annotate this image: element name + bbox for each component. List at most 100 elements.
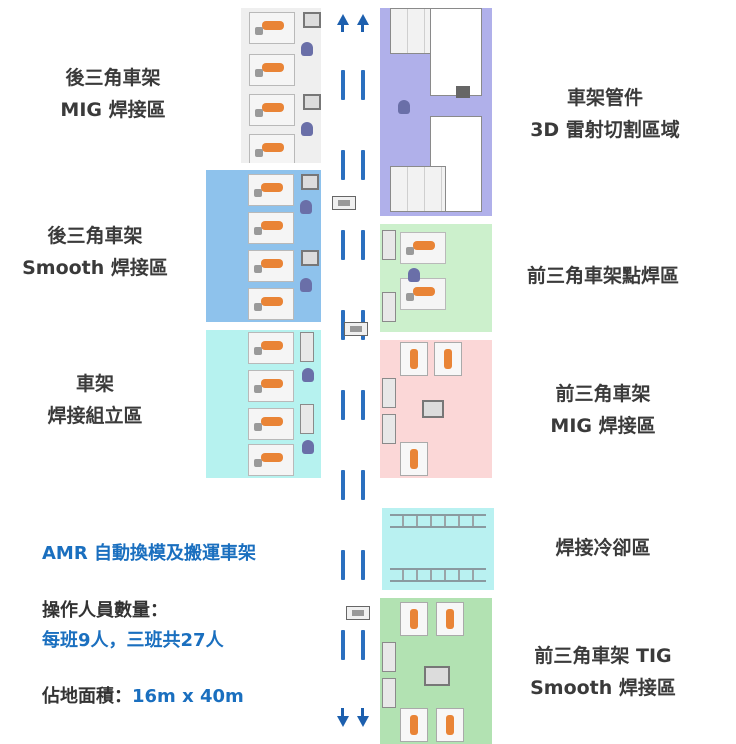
- lane-dash: [341, 310, 345, 340]
- cooling-rack: [390, 514, 486, 528]
- welding-cell: [400, 342, 428, 376]
- control-console: [456, 86, 470, 98]
- lane-dash: [361, 470, 365, 500]
- label-line: 車架管件: [566, 87, 643, 109]
- cooling-label: 焊接冷卻區: [498, 532, 708, 564]
- front-spot-label: 前三角車架點焊區: [498, 260, 708, 292]
- assembly-jig: [300, 332, 314, 362]
- arrow-shaft: [361, 708, 364, 716]
- arrow-shaft: [341, 24, 344, 32]
- welding-cell: [400, 442, 428, 476]
- arrow-shaft: [341, 708, 344, 716]
- lane-dash: [361, 550, 365, 580]
- floor-area: 佔地面積：16m x 40m: [42, 682, 244, 708]
- welding-cell: [400, 708, 428, 742]
- label-line: MIG 焊接區: [550, 415, 656, 437]
- welding-cell: [400, 232, 446, 264]
- lane-dash: [361, 70, 365, 100]
- label-line: 焊接冷卻區: [555, 537, 651, 559]
- amr-robot-icon: [332, 196, 356, 210]
- welding-cell: [248, 250, 294, 282]
- welding-cell: [434, 342, 462, 376]
- rear-smooth-zone: [206, 170, 321, 322]
- lane-dash: [341, 230, 345, 260]
- cooling-rack: [390, 568, 486, 582]
- fixture-box: [303, 94, 321, 110]
- amr-robot-icon: [346, 606, 370, 620]
- lane-dash: [341, 470, 345, 500]
- welding-cell: [248, 408, 294, 440]
- label-line: 焊接組立區: [47, 405, 143, 427]
- operator-icon: [398, 100, 410, 114]
- welding-cell: [249, 12, 295, 44]
- operator-icon: [301, 122, 313, 136]
- label-line: 3D 雷射切割區域: [530, 119, 680, 141]
- welding-cell: [400, 278, 446, 310]
- down-arrow-icon: [357, 716, 369, 727]
- label-line: 後三角車架: [65, 67, 161, 89]
- laser-cutter: [390, 166, 446, 212]
- fixture-box: [301, 250, 319, 266]
- assembly-jig: [382, 378, 396, 408]
- assembly-jig: [382, 678, 396, 708]
- front-mig-label: 前三角車架 MIG 焊接區: [498, 378, 708, 442]
- floor-area-label: 佔地面積：: [42, 686, 132, 707]
- amr-robot-icon: [344, 322, 368, 336]
- assembly-jig: [382, 642, 396, 672]
- amr-caption: AMR 自動換模及搬運車架: [42, 543, 256, 564]
- front-mig-zone: [380, 340, 492, 478]
- welding-cell: [436, 708, 464, 742]
- label-line: MIG 焊接區: [60, 99, 166, 121]
- welding-cell: [248, 332, 294, 364]
- welding-cell: [248, 174, 294, 206]
- label-line: Smooth 焊接區: [530, 677, 676, 699]
- lane-dash: [361, 150, 365, 180]
- lane-dash: [341, 150, 345, 180]
- arrow-shaft: [361, 24, 364, 32]
- lane-dash: [361, 630, 365, 660]
- staff-count-label: 操作人員數量：: [42, 600, 168, 621]
- lane-dash: [361, 390, 365, 420]
- operator-icon: [302, 368, 314, 382]
- robot-station: [422, 400, 444, 418]
- welding-cell: [248, 444, 294, 476]
- front-tig-zone: [380, 598, 492, 744]
- welding-cell: [249, 94, 295, 126]
- fixture-box: [303, 12, 321, 28]
- operator-icon: [300, 200, 312, 214]
- lane-dash: [341, 630, 345, 660]
- operator-icon: [300, 278, 312, 292]
- assembly-jig: [300, 404, 314, 434]
- operator-icon: [301, 42, 313, 56]
- label-line: Smooth 焊接區: [22, 257, 168, 279]
- lane-dash: [361, 230, 365, 260]
- label-line: 車架: [75, 373, 114, 395]
- lane-dash: [341, 70, 345, 100]
- laser-cutting-zone: [380, 8, 492, 216]
- rear-mig-label: 後三角車架 MIG 焊接區: [18, 62, 208, 126]
- assembly-jig: [382, 414, 396, 444]
- laser-cutting-label: 車架管件 3D 雷射切割區域: [500, 82, 710, 146]
- fixture-box: [301, 174, 319, 190]
- welding-cell: [249, 134, 295, 163]
- operator-icon: [408, 268, 420, 282]
- lane-dash: [341, 550, 345, 580]
- welding-cell: [248, 370, 294, 402]
- frame-assembly-zone: [206, 330, 321, 478]
- staff-count-value: 每班9人，三班共27人: [42, 630, 224, 651]
- floor-area-value: 16m x 40m: [132, 686, 244, 707]
- label-line: 前三角車架 TIG: [534, 645, 672, 667]
- label-line: 前三角車架點焊區: [526, 265, 679, 287]
- assembly-jig: [382, 230, 396, 260]
- welding-cell: [248, 212, 294, 244]
- rear-mig-zone: [241, 8, 321, 163]
- operator-icon: [302, 440, 314, 454]
- front-tig-label: 前三角車架 TIG Smooth 焊接區: [498, 640, 708, 704]
- welding-cell: [248, 288, 294, 320]
- welding-cell: [436, 602, 464, 636]
- assembly-jig: [382, 292, 396, 322]
- robot-station: [424, 666, 450, 686]
- down-arrow-icon: [337, 716, 349, 727]
- label-line: 前三角車架: [555, 383, 651, 405]
- welding-cell: [400, 602, 428, 636]
